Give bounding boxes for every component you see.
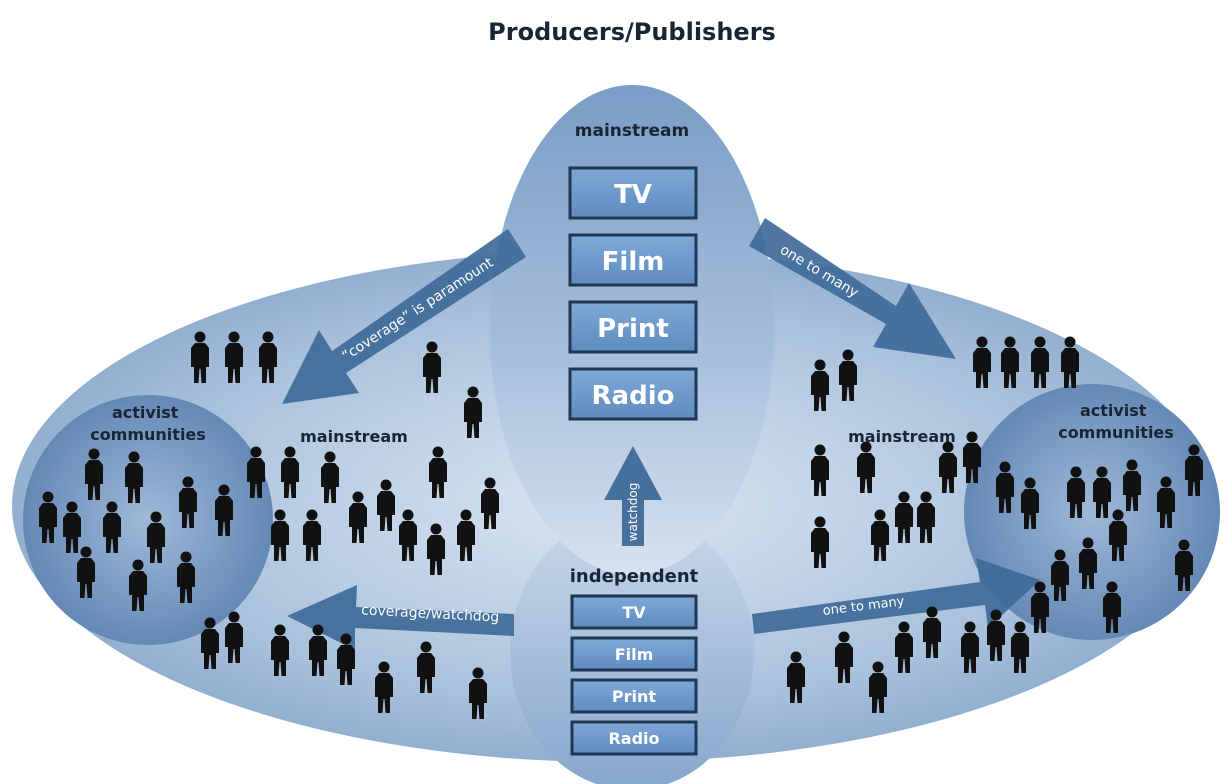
media-box-radio-label: Radio [592,381,675,411]
media-box-film [568,233,698,287]
left-activist-line2: communities [90,425,206,444]
arrow-one-to-many-top-shape [749,218,956,359]
media-box-print [568,300,698,354]
indie-box-radio-label: Radio [608,729,659,748]
right-activist-label: activist communities [1058,401,1174,442]
indie-box-print-label: Print [612,687,656,706]
media-box-print-label: Print [597,314,669,344]
indie-box-film-label: Film [615,645,654,664]
media-box-film-label: Film [602,247,665,277]
left-activist-line1: activist [112,403,179,422]
right-activist-line2: communities [1058,423,1174,442]
arrow-watchdog-label: watchdog [626,483,640,542]
indie-box-radio [570,720,698,756]
diagram-title: Producers/Publishers [488,18,776,46]
right-activist-line1: activist [1080,401,1147,420]
media-box-tv-label: TV [614,180,652,210]
indie-box-print [570,678,698,714]
arrow-coverage-paramount-shape [282,229,526,404]
arrow-coverage-watchdog-label: coverage/watchdog [361,602,500,625]
mainstream-producers-label: mainstream [575,121,689,141]
arrow-coverage-watchdog: coverage/watchdog [287,585,514,650]
arrow-watchdog-shape [604,446,662,546]
right-mainstream-label: mainstream [848,427,956,446]
indie-box-film [570,636,698,672]
indie-box-tv [570,594,698,630]
left-mainstream-label: mainstream [300,427,408,446]
arrow-one-to-many-bottom-shape [752,558,1040,634]
arrow-watchdog: watchdog [604,446,662,546]
media-box-tv [568,166,698,220]
indie-box-tv-label: TV [622,603,646,622]
independent-media-boxes: TV Film Print Radio [570,594,698,756]
mainstream-media-boxes: TV Film Print Radio [568,166,698,421]
independent-producers-label: independent [570,566,699,587]
media-box-radio [568,367,698,421]
left-activist-label: activist communities [90,403,206,444]
arrow-coverage-watchdog-shape [287,585,514,650]
